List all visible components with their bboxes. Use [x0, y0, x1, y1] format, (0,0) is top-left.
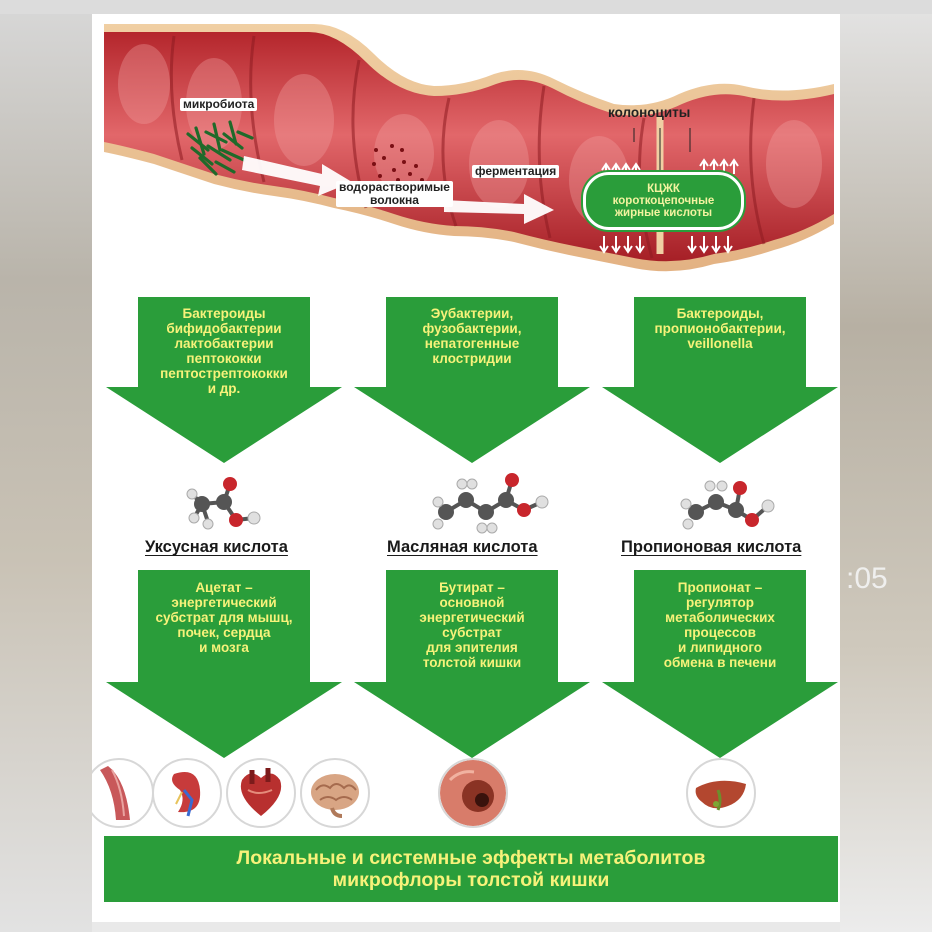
background-right [840, 0, 932, 932]
fibers-label: водорастворимые волокна [336, 181, 453, 207]
effect-text-2: Бутират – основной энергетический субстр… [386, 580, 558, 670]
infographic-card: микробиота водорастворимые волокна ферме… [92, 14, 840, 922]
acetic-acid-label: Уксусная кислота [145, 538, 288, 556]
effect-3-line1: Пропионат – [677, 580, 763, 595]
acetic-acid-molecule-icon [186, 477, 261, 530]
bacteria-3-line2: пропионобактерии, [654, 321, 786, 336]
liver-icon [686, 758, 756, 828]
effect-3-line6: обмена в печени [663, 655, 777, 670]
fibers-label-line2: волокна [369, 193, 419, 207]
video-timestamp: :05 [846, 562, 888, 595]
effect-1-line1: Ацетат – [195, 580, 253, 595]
effect-arrow-2 [354, 570, 590, 758]
fermentation-label: ферментация [472, 165, 560, 178]
scfa-line1: КЦЖК [647, 183, 680, 195]
background-top [0, 0, 932, 14]
bacteria-2-line2: фузобактерии, [422, 321, 522, 336]
footer-banner: Локальные и системные эффекты метаболито… [104, 836, 838, 902]
effect-3-line4: процессов [684, 625, 756, 640]
heart-icon [226, 758, 296, 828]
scfa-line2: короткоцепочные [612, 195, 715, 207]
background-left [0, 0, 92, 932]
bacteria-1-line1: Бактероиды [182, 306, 266, 321]
bacteria-2-line1: Эубактерии, [430, 306, 514, 321]
bacteria-arrow-3 [602, 297, 838, 463]
effect-2-line2: основной [439, 595, 505, 610]
effect-1-line5: и мозга [199, 640, 249, 655]
bacteria-list-1: Бактероиды бифидобактерии лактобактерии … [138, 306, 310, 396]
footer-line2: микрофлоры толстой кишки [332, 869, 610, 891]
scfa-line3: жирные кислоты [614, 207, 713, 219]
bacteria-1-line2: бифидобактерии [166, 321, 282, 336]
effect-2-line5: для эпителия [426, 640, 518, 655]
kidney-icon [152, 758, 222, 828]
effect-2-line6: толстой кишки [422, 655, 522, 670]
microbiota-icon [186, 120, 254, 176]
effect-text-1: Ацетат – энергетический субстрат для мыш… [138, 580, 310, 655]
propionic-acid-label: Пропионовая кислота [621, 538, 802, 556]
effect-arrow-3 [602, 570, 838, 758]
bacteria-list-2: Эубактерии, фузобактерии, непатогенные к… [386, 306, 558, 366]
effect-2-line4: субстрат [442, 625, 502, 640]
bacteria-arrow-2 [354, 297, 590, 463]
bacteria-list-3: Бактероиды, пропионобактерии, veillonell… [634, 306, 806, 351]
bacteria-1-line6: и др. [207, 381, 241, 396]
colon-lumen-icon [438, 758, 508, 828]
effect-1-line2: энергетический [171, 595, 277, 610]
effect-2-line3: энергетический [419, 610, 525, 625]
colonocytes-label: колоноциты [608, 105, 691, 120]
effect-arrow-1 [106, 570, 342, 758]
fibers-label-line1: водорастворимые [339, 180, 450, 194]
microbiota-label: микробиота [180, 98, 258, 111]
footer-line1: Локальные и системные эффекты метаболито… [236, 847, 706, 869]
bacteria-1-line4: пептококки [186, 351, 262, 366]
propionic-acid-molecule-icon [680, 480, 775, 530]
scfa-badge: КЦЖК короткоцепочные жирные кислоты [583, 172, 744, 230]
effect-3-line2: регулятор [685, 595, 755, 610]
bacteria-3-line3: veillonella [687, 336, 753, 351]
butyric-acid-molecule-icon [432, 473, 549, 534]
effect-3-line3: метаболических [665, 610, 775, 625]
effect-1-line3: субстрат для мышц, [155, 610, 293, 625]
bacteria-2-line3: непатогенные [424, 336, 520, 351]
brain-icon [300, 758, 370, 828]
effect-1-line4: почек, сердца [177, 625, 271, 640]
intestine-illustration [104, 24, 834, 272]
effect-2-line1: Бутират – [439, 580, 505, 595]
bacteria-1-line5: пептострептококки [160, 366, 288, 381]
effect-text-3: Пропионат – регулятор метаболических про… [634, 580, 806, 670]
bacteria-3-line1: Бактероиды, [676, 306, 764, 321]
bacteria-1-line3: лактобактерии [174, 336, 274, 351]
process-arrows [242, 156, 554, 224]
bacteria-2-line4: клостридии [432, 351, 512, 366]
bacteria-arrow-1 [106, 297, 342, 463]
muscle-icon [92, 758, 154, 828]
effect-3-line5: и липидного [677, 640, 763, 655]
butyric-acid-label: Масляная кислота [387, 538, 538, 556]
